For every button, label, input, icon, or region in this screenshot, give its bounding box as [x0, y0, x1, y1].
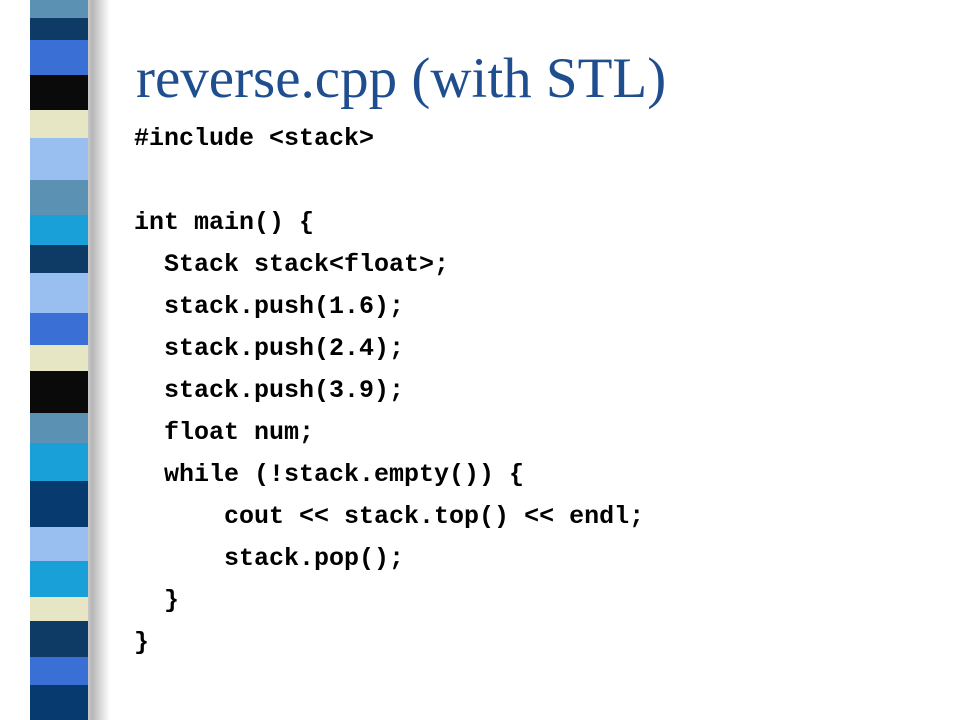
code-line: [134, 160, 644, 202]
code-line: float num;: [134, 418, 315, 447]
stripe-segment: [30, 0, 88, 18]
code-line: stack.push(1.6);: [134, 292, 405, 321]
code-line: stack.push(3.9);: [134, 376, 405, 405]
code-line: #include <stack>: [134, 124, 375, 153]
decorative-stripe-bar: [0, 0, 110, 720]
code-line: cout << stack.top() << endl;: [134, 502, 645, 531]
stripe-segment: [30, 18, 88, 40]
stripe-segment: [30, 621, 88, 657]
stripe-segment: [30, 313, 88, 345]
code-block: #include <stack> int main() { Stack stac…: [134, 118, 644, 664]
stripe-segment: [30, 110, 88, 138]
stripe-segment: [30, 138, 88, 180]
code-line: stack.pop();: [134, 544, 405, 573]
stripe-segment: [30, 40, 88, 75]
stripe-segment: [30, 561, 88, 597]
stripe-segment: [30, 180, 88, 215]
stripe-segment: [30, 657, 88, 685]
code-line: }: [134, 628, 150, 657]
stripe-segment: [30, 75, 88, 110]
stripe-segment: [30, 245, 88, 273]
stripe-segment: [30, 273, 88, 313]
stripe-segment: [30, 371, 88, 413]
stripe-pattern: [30, 0, 88, 720]
slide-title: reverse.cpp (with STL): [136, 47, 667, 110]
code-line: int main() {: [134, 208, 315, 237]
stripe-segment: [30, 527, 88, 561]
stripe-segment: [30, 597, 88, 621]
stripe-segment: [30, 481, 88, 527]
code-line: while (!stack.empty()) {: [134, 460, 525, 489]
stripe-segment: [30, 345, 88, 371]
code-line: stack.push(2.4);: [134, 334, 405, 363]
code-line: Stack stack<float>;: [134, 250, 450, 279]
stripe-segment: [30, 443, 88, 481]
stripe-segment: [30, 413, 88, 443]
code-line: }: [134, 586, 180, 615]
stripe-segment: [30, 215, 88, 245]
stripe-segment: [30, 685, 88, 720]
